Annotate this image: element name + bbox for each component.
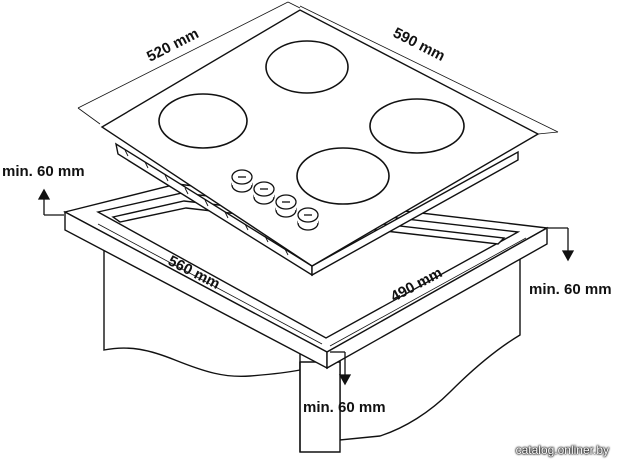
cabinet xyxy=(103,243,521,453)
control-knobs xyxy=(231,169,319,231)
knob-3 xyxy=(275,194,297,218)
knob-4 xyxy=(297,207,319,231)
label-clearance-right: min. 60 mm xyxy=(529,281,612,298)
cutout-inner-wall xyxy=(111,200,506,245)
cabinet-right-panel xyxy=(339,250,521,441)
watermark: catalog.onliner.by xyxy=(515,443,609,457)
cooking-zone-front xyxy=(296,147,390,205)
arrow-right-down xyxy=(548,227,575,262)
dim-line-490 xyxy=(329,237,527,347)
cooking-zone-rear-left xyxy=(158,93,248,149)
countertop xyxy=(63,183,550,370)
label-clearance-left: min. 60 mm xyxy=(2,163,85,180)
cooking-zone-rear-center xyxy=(265,40,349,94)
arrow-left-up xyxy=(37,188,64,216)
label-hob-depth: 520 mm xyxy=(144,25,202,66)
hob-dimension-lines xyxy=(77,1,559,135)
label-hob-width: 590 mm xyxy=(390,24,448,65)
knob-2 xyxy=(253,181,275,205)
arrow-front-down xyxy=(330,351,352,386)
label-clearance-front: min. 60 mm xyxy=(303,399,386,416)
dim-line-560 xyxy=(97,223,323,345)
hob xyxy=(100,9,540,277)
knob-1 xyxy=(231,169,253,193)
cutout-dimension-lines xyxy=(97,223,527,347)
hob-body-right xyxy=(311,150,519,277)
cabinet-left-panel xyxy=(103,243,301,378)
clearance-arrows xyxy=(37,188,575,386)
cooking-zone-rear-right xyxy=(369,98,465,154)
countertop-right-edge xyxy=(326,226,548,370)
hob-underside-hatch xyxy=(124,149,289,256)
dim-line-520 xyxy=(77,1,289,109)
dim-line-590 xyxy=(299,5,559,133)
